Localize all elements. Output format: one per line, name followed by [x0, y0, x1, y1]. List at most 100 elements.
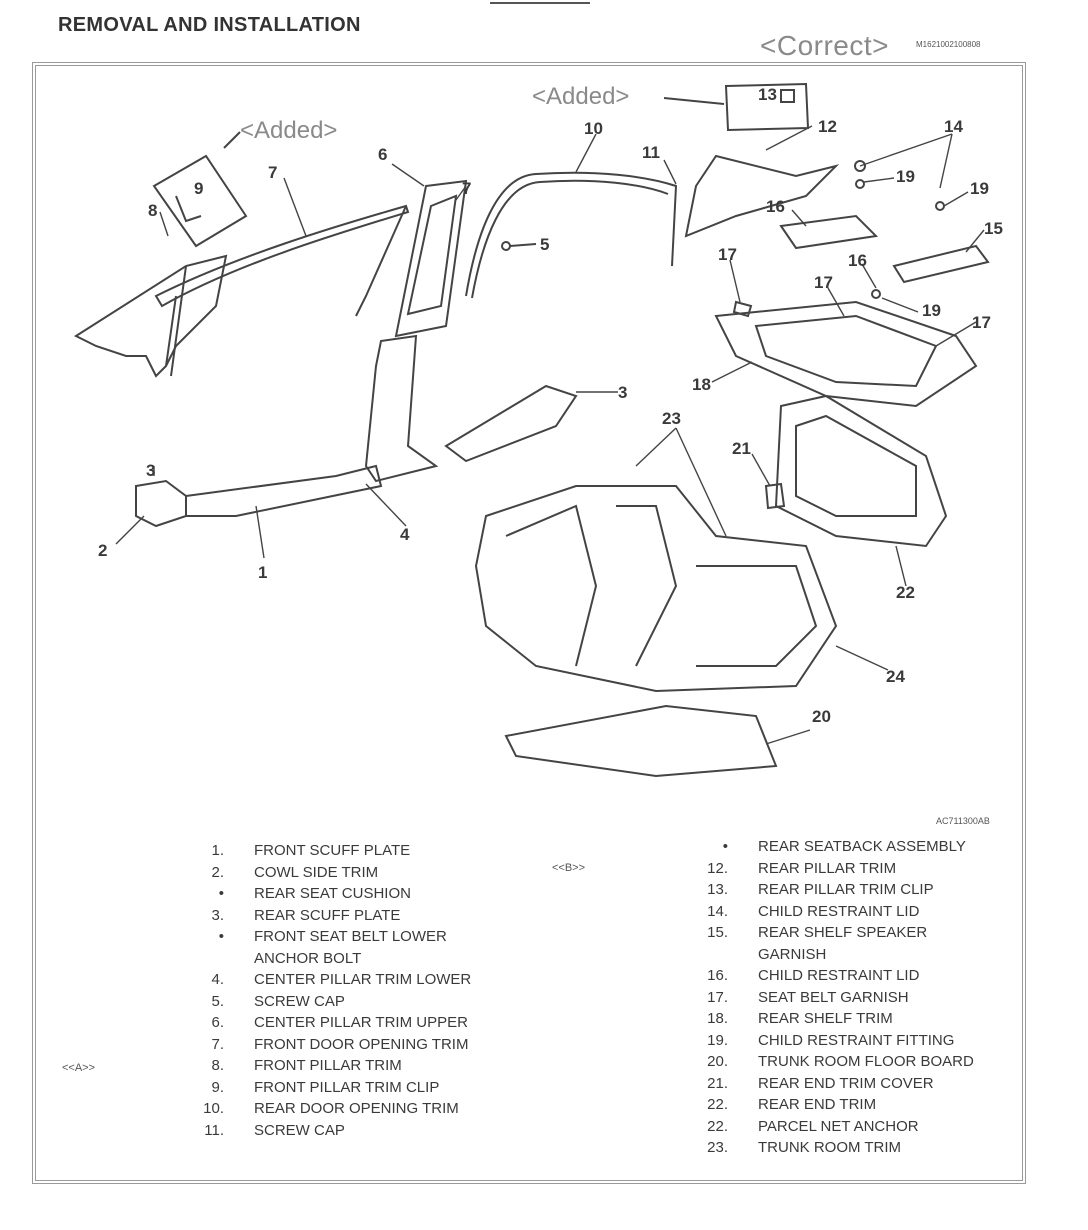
- legend-row: 21.REAR END TRIM COVER: [690, 1073, 998, 1095]
- legend-num: 14.: [707, 902, 728, 920]
- legend-label: PARCEL NET ANCHOR: [758, 1117, 919, 1135]
- correct-stamp: <Correct>: [760, 30, 889, 61]
- leader-20: [765, 729, 811, 745]
- callout-19c: 19: [922, 301, 941, 320]
- callout-6: 6: [378, 145, 387, 164]
- front-pillar-clip: [175, 195, 202, 223]
- callout-11: 11: [642, 143, 660, 162]
- legend-num: 19.: [707, 1031, 728, 1049]
- leader-18: [711, 361, 753, 383]
- legend-row: 3.REAR SCUFF PLATE: [186, 905, 494, 927]
- legend-num: 21.: [707, 1074, 728, 1092]
- legend-label: REAR SEAT CUSHION: [254, 885, 411, 902]
- legend-num: 1.: [211, 842, 224, 859]
- legend-row: 14.CHILD RESTRAINT LID: [690, 901, 998, 923]
- callout-1: 1: [258, 563, 267, 582]
- front-door-opening-trim-part: [154, 204, 410, 308]
- callout-7a: 7: [268, 163, 277, 182]
- child-restraint-lid-16: [779, 214, 879, 250]
- leader-8: [159, 211, 169, 237]
- leader-17b: [827, 287, 845, 317]
- legend-row: 9.FRONT PILLAR TRIM CLIP: [186, 1077, 494, 1099]
- leader-2: [115, 515, 145, 545]
- callout-12: 12: [818, 117, 837, 136]
- callout-18: 18: [692, 375, 711, 394]
- leader-17c: [935, 321, 977, 347]
- trunk-floor-board-part: [504, 704, 778, 778]
- legend-right: •REAR SEATBACK ASSEMBLY 12.REAR PILLAR T…: [690, 836, 998, 1159]
- speaker-garnish-15: [892, 244, 990, 284]
- center-pillar-upper-edge: [355, 205, 407, 317]
- added-leader-right: [663, 97, 725, 105]
- legend-label: REAR SHELF TRIM: [758, 1010, 893, 1027]
- callout-9: 9: [194, 179, 203, 198]
- leader-12: [765, 125, 813, 151]
- callout-3b: 3: [618, 383, 627, 402]
- legend-label: REAR END TRIM: [758, 1096, 877, 1113]
- leader-19b: [943, 191, 969, 207]
- trunk-room-trim-inner-1: [505, 504, 598, 667]
- leader-24: [835, 645, 889, 671]
- legend-label: COWL SIDE TRIM: [254, 863, 379, 881]
- callout-10: 10: [584, 119, 603, 138]
- legend-row: 17. SEAT BELT GARNISH: [690, 987, 998, 1009]
- callout-5: 5: [540, 235, 549, 254]
- legend-num: 6.: [211, 1014, 224, 1031]
- legend-label: CHILD RESTRAINT FITTING: [758, 1031, 955, 1049]
- legend-label: SCREW CAP: [254, 1121, 345, 1139]
- legend-num: 2.: [211, 863, 224, 881]
- legend-num: 17.: [707, 988, 728, 1006]
- leader-7a: [283, 177, 307, 237]
- leader-lines: [115, 125, 985, 745]
- legend-label: REAR SCUFF PLATE: [254, 906, 401, 924]
- legend-num: 9.: [211, 1078, 224, 1096]
- legend-row: 11. SCREW CAP: [186, 1120, 494, 1142]
- leader-16a: [791, 209, 807, 227]
- legend-num: 8.: [211, 1057, 224, 1074]
- rear-end-trim-cover-21: [764, 482, 786, 510]
- callout-4: 4: [400, 525, 410, 544]
- legend-row: 20.TRUNK ROOM FLOOR BOARD: [690, 1051, 998, 1073]
- leader-21: [751, 453, 771, 487]
- legend-label: FRONT SEAT BELT LOWER ANCHOR BOLT: [254, 928, 447, 967]
- stamp-code: M1621002100808: [916, 40, 981, 49]
- page-heading: REMOVAL AND INSTALLATION: [58, 14, 361, 36]
- legend-label: SEAT BELT GARNISH: [758, 988, 909, 1006]
- page-top-rule: [490, 0, 590, 4]
- legend-label: FRONT SCUFF PLATE: [254, 842, 411, 859]
- rear-end-trim-part: [774, 394, 948, 548]
- tag-a: <<A>>: [62, 1062, 96, 1074]
- added-label-left: <Added>: [240, 117, 337, 144]
- child-restraint-fitting-19b: [855, 179, 865, 189]
- legend-label: SCREW CAP: [254, 992, 345, 1010]
- front-scuff-plate-part: [185, 464, 383, 517]
- legend-row: 5.SCREW CAP: [186, 991, 494, 1013]
- legend-row: 22.REAR END TRIM: [690, 1094, 998, 1116]
- leader-16b: [861, 263, 877, 289]
- legend-label: REAR PILLAR TRIM: [758, 859, 897, 877]
- leader-22: [895, 545, 907, 587]
- legend-row: •REAR SEATBACK ASSEMBLY: [690, 836, 998, 858]
- leader-4: [365, 483, 407, 527]
- legend-row: 23.TRUNK ROOM TRIM: [690, 1137, 998, 1159]
- legend-row: 2. COWL SIDE TRIM: [186, 862, 494, 884]
- leader-19a: [863, 177, 895, 183]
- legend-num: 16.: [707, 967, 728, 984]
- legend-num: 11.: [204, 1121, 224, 1139]
- legend-row: 16.CHILD RESTRAINT LID: [690, 965, 998, 987]
- legend-num: 4.: [211, 971, 224, 988]
- legend-label: FRONT PILLAR TRIM: [254, 1057, 402, 1074]
- callout-19b: 19: [970, 179, 989, 198]
- legend-num: 18.: [707, 1010, 728, 1027]
- legend-num: 7.: [211, 1035, 224, 1053]
- legend-num: 13.: [707, 881, 728, 898]
- legend-num: 10.: [203, 1100, 224, 1117]
- legend-label: FRONT DOOR OPENING TRIM: [254, 1035, 469, 1053]
- leader-19c: [881, 297, 919, 313]
- legend-label: TRUNK ROOM TRIM: [758, 1139, 902, 1156]
- leader-7b: [455, 185, 467, 201]
- legend-row: 4.CENTER PILLAR TRIM LOWER: [186, 969, 494, 991]
- leader-11: [663, 159, 677, 185]
- callout-16a: 16: [766, 197, 785, 216]
- screw-cap-5-leader: [509, 243, 537, 247]
